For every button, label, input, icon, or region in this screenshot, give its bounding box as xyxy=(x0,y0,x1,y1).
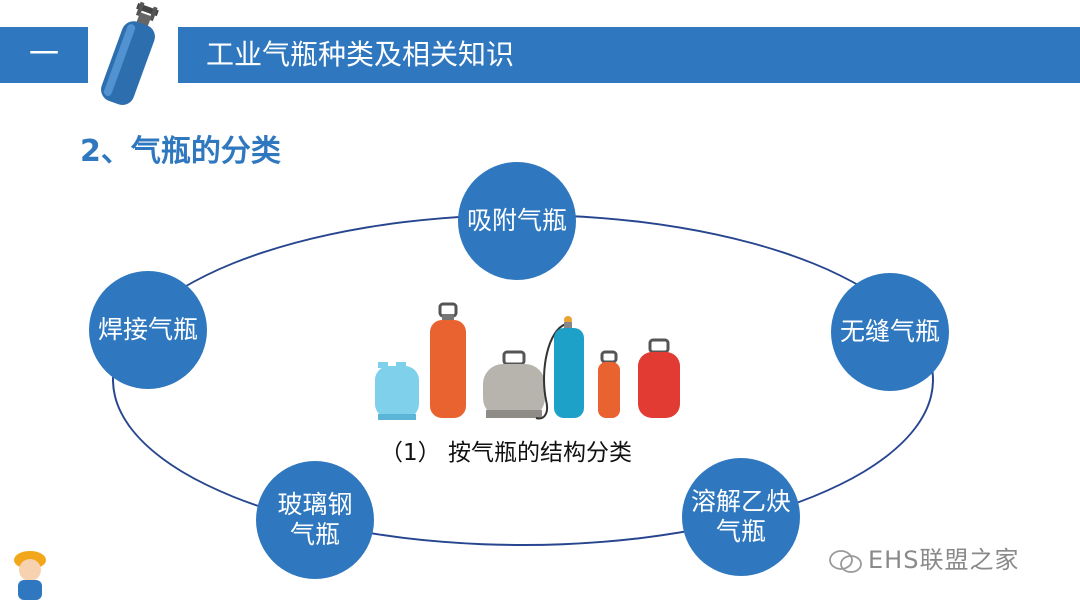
node-label-line1: 玻璃钢 xyxy=(277,490,353,519)
center-caption: （1） 按气瓶的结构分类 xyxy=(380,440,632,466)
node-adsorption-cylinder: 吸附气瓶 xyxy=(458,162,576,280)
node-label-line1: 溶解乙炔 xyxy=(690,487,791,516)
gas-bottles-illustration xyxy=(375,302,680,420)
section-number: 一 xyxy=(0,27,88,83)
page-title: 工业气瓶种类及相关知识 xyxy=(178,27,1080,83)
gas-cylinder-icon xyxy=(101,1,159,106)
section-subtitle: 2、气瓶的分类 xyxy=(80,134,281,169)
wechat-icon xyxy=(829,550,862,573)
node-label: 焊接气瓶 xyxy=(97,315,198,344)
node-label-line2: 气瓶 xyxy=(289,520,340,549)
node-label: 无缝气瓶 xyxy=(839,317,940,346)
watermark-text: EHS联盟之家 xyxy=(868,546,1020,574)
node-label: 吸附气瓶 xyxy=(466,206,567,235)
node-seamless-cylinder: 无缝气瓶 xyxy=(831,273,949,391)
node-acetylene-cylinder: 溶解乙炔 气瓶 xyxy=(682,458,800,576)
mascot-icon xyxy=(14,551,46,600)
node-label-line2: 气瓶 xyxy=(715,517,766,546)
node-welded-cylinder: 焊接气瓶 xyxy=(89,271,207,389)
node-fiberglass-cylinder: 玻璃钢 气瓶 xyxy=(256,461,374,579)
